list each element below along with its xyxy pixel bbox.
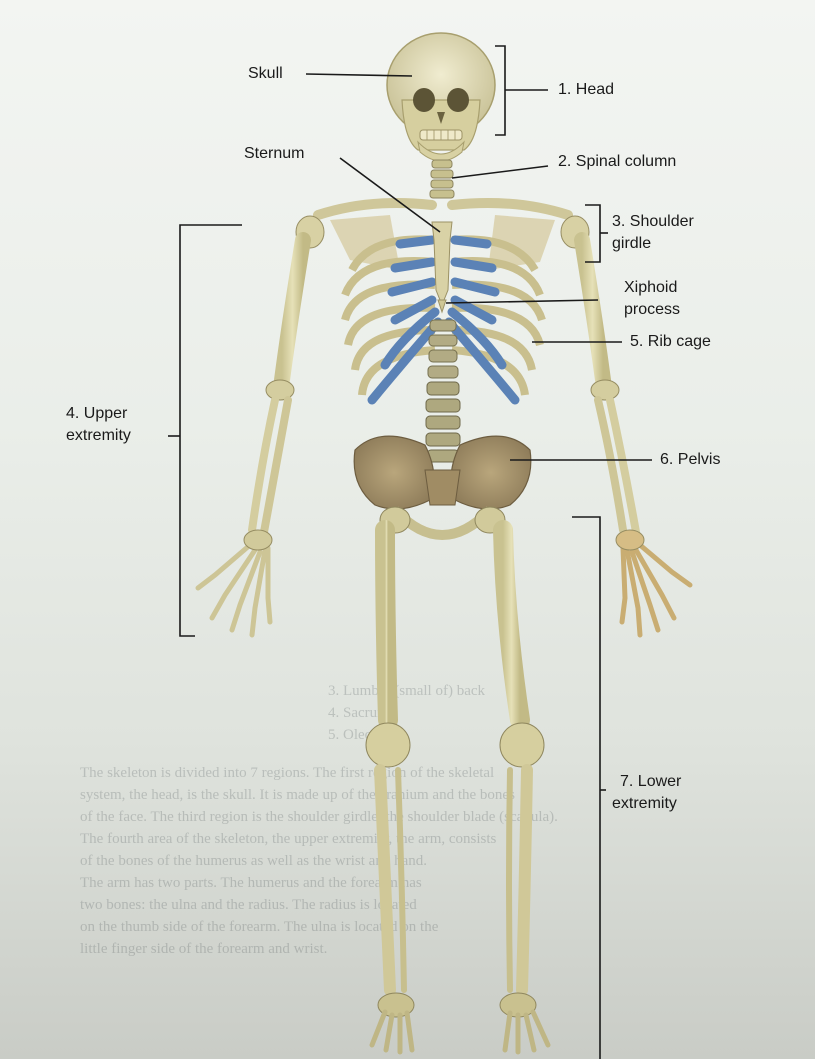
label-xiphoid-line1: Xiphoid bbox=[624, 278, 677, 298]
left-upper-extremity bbox=[198, 216, 324, 635]
label-upper-extremity-line2: extremity bbox=[66, 426, 131, 446]
label-upper-extremity-line1: 4. Upper bbox=[66, 404, 127, 424]
label-spinal-column: 2. Spinal column bbox=[558, 152, 676, 172]
label-pelvis: 6. Pelvis bbox=[660, 450, 720, 470]
label-skull: Skull bbox=[248, 64, 283, 84]
label-shoulder-girdle-line2: girdle bbox=[612, 234, 651, 254]
spinal-column-leader-line bbox=[452, 166, 548, 178]
skull bbox=[387, 33, 495, 161]
label-sternum: Sternum bbox=[244, 144, 304, 164]
right-lower-extremity bbox=[500, 530, 548, 1052]
left-hand bbox=[198, 545, 270, 635]
label-lower-extremity-line1: 7. Lower bbox=[620, 772, 681, 792]
head-bracket bbox=[495, 46, 505, 135]
left-foot bbox=[372, 1012, 412, 1052]
label-shoulder-girdle-line1: 3. Shoulder bbox=[612, 212, 694, 232]
label-lower-extremity-line2: extremity bbox=[612, 794, 677, 814]
label-head: 1. Head bbox=[558, 80, 614, 100]
label-xiphoid-line2: process bbox=[624, 300, 680, 320]
lower-extremity-bracket bbox=[572, 517, 600, 1059]
label-rib-cage: 5. Rib cage bbox=[630, 332, 711, 352]
vertebral-column bbox=[426, 320, 460, 462]
xiphoid-leader-line bbox=[446, 300, 598, 303]
upper-extremity-bracket bbox=[180, 225, 242, 636]
cervical-spine bbox=[430, 160, 454, 198]
right-foot bbox=[505, 1012, 548, 1052]
right-hand bbox=[622, 545, 690, 635]
left-lower-extremity bbox=[366, 530, 414, 1052]
